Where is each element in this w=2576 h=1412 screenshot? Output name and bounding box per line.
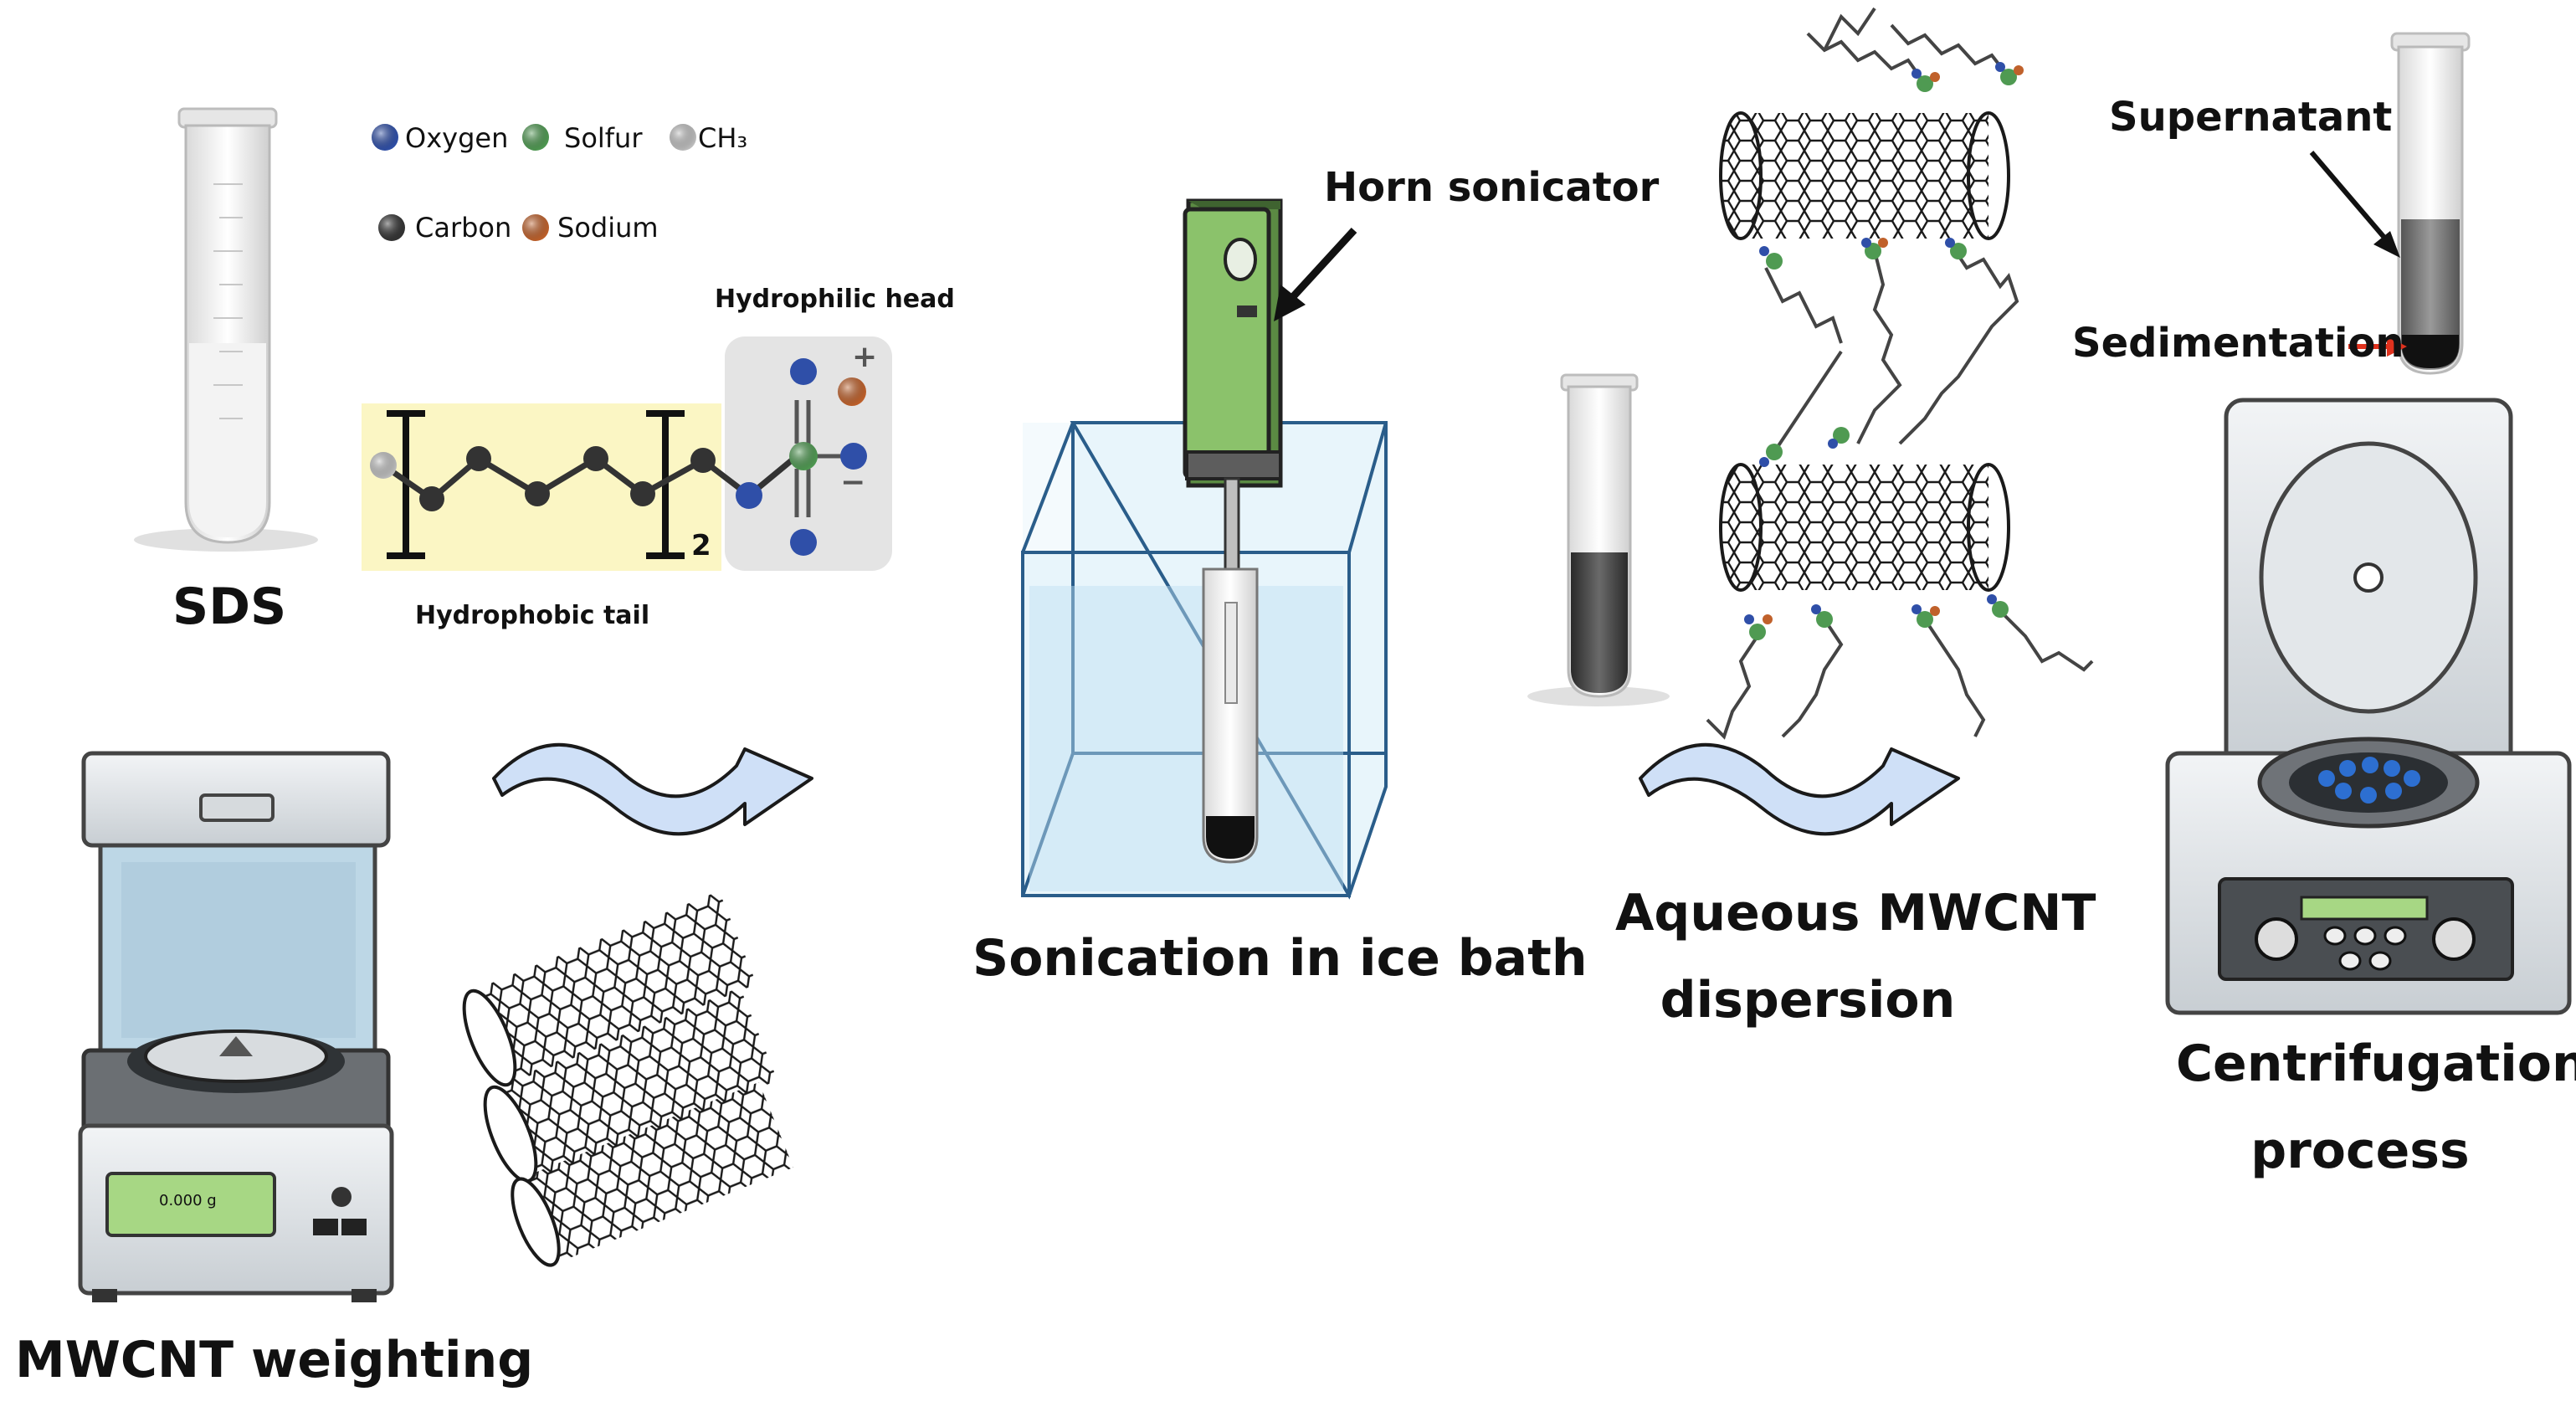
aqueous-dispersion-label-line1: Aqueous MWCNT [1615, 884, 2096, 942]
legend-swatch-shine [670, 124, 696, 151]
sds-test-tube-icon [134, 107, 318, 552]
horn-arrow [1274, 227, 1357, 321]
wavy-arrow-icon [492, 743, 813, 836]
sds-molecule [362, 336, 892, 571]
centrifugation-label-line1: Centrifugation [2176, 1035, 2576, 1093]
legend-sodium-label: Sodium [557, 212, 659, 244]
balance-display [105, 1172, 276, 1237]
sonication-label: Sonication in ice bath [972, 929, 1588, 988]
legend-carbon-label: Carbon [415, 212, 512, 244]
legend-swatch-shine [378, 214, 405, 241]
legend-sulfur-label: Solfur [564, 122, 643, 154]
balance-icon [78, 751, 394, 1302]
dispersion-test-tube-icon [1527, 373, 1670, 706]
legend-swatch-shine [522, 214, 549, 241]
legend-swatches [372, 124, 696, 241]
subscript-2: 2 [691, 529, 711, 562]
mwcnt-weighting-label: MWCNT weighting [15, 1331, 534, 1389]
sedimentation-arrow [2348, 336, 2407, 357]
legend-oxygen-label: Oxygen [405, 122, 509, 154]
carbon-nanotube-icon [462, 891, 794, 1267]
sonicator-icon [1183, 198, 1283, 864]
centrifuge-icon [2165, 398, 2572, 1015]
functionalized-nanotube-icon [1706, 7, 2094, 740]
wavy-arrow-icon-2 [1639, 743, 1960, 836]
plus-charge: + [852, 340, 878, 374]
hydrophilic-head-label: Hydrophilic head [715, 285, 955, 314]
aqueous-dispersion-label-line2: dispersion [1660, 971, 1956, 1029]
horn-sonicator-label: Horn sonicator [1324, 164, 1660, 211]
legend-swatch-shine [372, 124, 398, 151]
supernatant-arrow [2309, 151, 2400, 258]
sedimentation-label: Sedimentation [2072, 320, 2404, 367]
minus-charge: − [840, 465, 866, 500]
centrifuge-tube-icon [2390, 32, 2471, 375]
sds-label: SDS [172, 578, 287, 636]
centrifugation-label-line2: process [2250, 1122, 2470, 1180]
legend-swatch-shine [522, 124, 549, 151]
hydrophobic-tail-label: Hydrophobic tail [415, 601, 650, 630]
balance-display-text: 0.000 g [159, 1192, 217, 1209]
legend-ch3-label: CH₃ [698, 122, 748, 154]
supernatant-label: Supernatant [2109, 94, 2393, 141]
